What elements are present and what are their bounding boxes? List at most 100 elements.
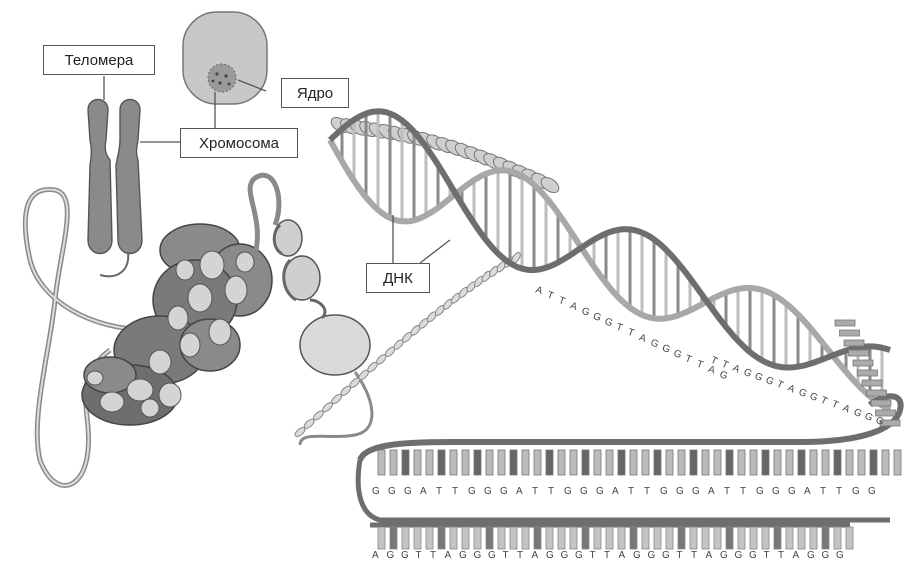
svg-text:G: G bbox=[591, 311, 603, 324]
svg-text:G: G bbox=[692, 486, 700, 497]
svg-text:G: G bbox=[822, 550, 830, 561]
svg-text:G: G bbox=[603, 316, 615, 329]
svg-text:G: G bbox=[372, 486, 380, 497]
svg-text:A: A bbox=[372, 550, 379, 561]
svg-text:G: G bbox=[660, 486, 668, 497]
svg-text:G: G bbox=[488, 550, 496, 561]
svg-text:G: G bbox=[580, 486, 588, 497]
svg-text:T: T bbox=[740, 486, 747, 497]
svg-text:G: G bbox=[388, 486, 396, 497]
svg-text:T: T bbox=[695, 359, 705, 372]
chromosome-tail bbox=[100, 252, 128, 276]
svg-text:T: T bbox=[557, 295, 567, 308]
svg-text:T: T bbox=[416, 550, 423, 561]
svg-text:G: G bbox=[459, 550, 467, 561]
svg-text:G: G bbox=[863, 411, 875, 424]
svg-text:G: G bbox=[401, 550, 409, 561]
svg-text:G: G bbox=[808, 391, 820, 404]
chromosome-label: Хромосома bbox=[180, 128, 298, 158]
chromosome-illustration bbox=[88, 100, 142, 277]
svg-text:A: A bbox=[612, 486, 619, 497]
svg-text:G: G bbox=[720, 550, 728, 561]
svg-text:T: T bbox=[677, 550, 684, 561]
svg-text:G: G bbox=[797, 387, 809, 400]
svg-text:G: G bbox=[718, 369, 730, 382]
svg-text:G: G bbox=[742, 367, 754, 380]
svg-text:A: A bbox=[534, 284, 545, 297]
svg-text:T: T bbox=[436, 486, 443, 497]
svg-text:A: A bbox=[420, 486, 427, 497]
svg-text:T: T bbox=[626, 327, 636, 340]
telomere-label: Теломера bbox=[43, 45, 155, 75]
svg-text:T: T bbox=[452, 486, 459, 497]
svg-text:G: G bbox=[387, 550, 395, 561]
svg-text:T: T bbox=[683, 353, 693, 366]
dna-double-helix bbox=[328, 111, 890, 410]
svg-text:G: G bbox=[648, 550, 656, 561]
svg-text:T: T bbox=[775, 379, 786, 392]
svg-text:A: A bbox=[708, 486, 715, 497]
svg-text:G: G bbox=[660, 343, 672, 356]
svg-text:G: G bbox=[468, 486, 476, 497]
svg-text:T: T bbox=[764, 550, 771, 561]
svg-text:G: G bbox=[596, 486, 604, 497]
svg-text:A: A bbox=[841, 403, 852, 416]
svg-text:G: G bbox=[788, 486, 796, 497]
svg-text:G: G bbox=[676, 486, 684, 497]
svg-text:A: A bbox=[786, 383, 797, 396]
dna-label: ДНК bbox=[366, 263, 430, 293]
svg-text:T: T bbox=[545, 290, 555, 303]
telomere-ladder bbox=[358, 320, 901, 549]
svg-text:A: A bbox=[568, 300, 579, 313]
svg-text:T: T bbox=[430, 550, 437, 561]
nucleus-label: Ядро bbox=[281, 78, 349, 108]
svg-text:G: G bbox=[561, 550, 569, 561]
svg-text:T: T bbox=[604, 550, 611, 561]
svg-text:G: G bbox=[484, 486, 492, 497]
svg-text:G: G bbox=[764, 375, 776, 388]
svg-text:G: G bbox=[580, 306, 592, 319]
svg-text:G: G bbox=[662, 550, 670, 561]
svg-text:T: T bbox=[614, 322, 624, 335]
svg-text:G: G bbox=[649, 337, 661, 350]
svg-text:A: A bbox=[637, 332, 648, 345]
svg-text:T: T bbox=[503, 550, 510, 561]
svg-text:G: G bbox=[852, 407, 864, 420]
svg-text:G: G bbox=[753, 371, 765, 384]
svg-text:G: G bbox=[672, 348, 684, 361]
svg-text:A: A bbox=[619, 550, 626, 561]
svg-text:T: T bbox=[830, 399, 841, 412]
svg-text:G: G bbox=[836, 550, 844, 561]
svg-text:T: T bbox=[691, 550, 698, 561]
svg-text:G: G bbox=[756, 486, 764, 497]
svg-text:T: T bbox=[819, 395, 830, 408]
svg-text:G: G bbox=[772, 486, 780, 497]
svg-text:G: G bbox=[474, 550, 482, 561]
svg-text:T: T bbox=[628, 486, 635, 497]
svg-text:T: T bbox=[532, 486, 539, 497]
svg-text:A: A bbox=[532, 550, 539, 561]
svg-text:T: T bbox=[548, 486, 555, 497]
nucleosomes bbox=[274, 220, 370, 375]
chromatid-right bbox=[116, 100, 142, 254]
svg-text:G: G bbox=[633, 550, 641, 561]
chromatid-left bbox=[88, 100, 112, 254]
svg-text:G: G bbox=[749, 550, 757, 561]
svg-text:T: T bbox=[590, 550, 597, 561]
svg-text:T: T bbox=[820, 486, 827, 497]
svg-text:A: A bbox=[804, 486, 811, 497]
svg-text:G: G bbox=[546, 550, 554, 561]
svg-text:G: G bbox=[575, 550, 583, 561]
svg-text:G: G bbox=[735, 550, 743, 561]
svg-text:G: G bbox=[404, 486, 412, 497]
svg-text:G: G bbox=[564, 486, 572, 497]
svg-text:A: A bbox=[793, 550, 800, 561]
nucleus-icon bbox=[208, 64, 236, 92]
linker-dna bbox=[300, 372, 372, 445]
svg-text:T: T bbox=[644, 486, 651, 497]
svg-text:G: G bbox=[868, 486, 876, 497]
